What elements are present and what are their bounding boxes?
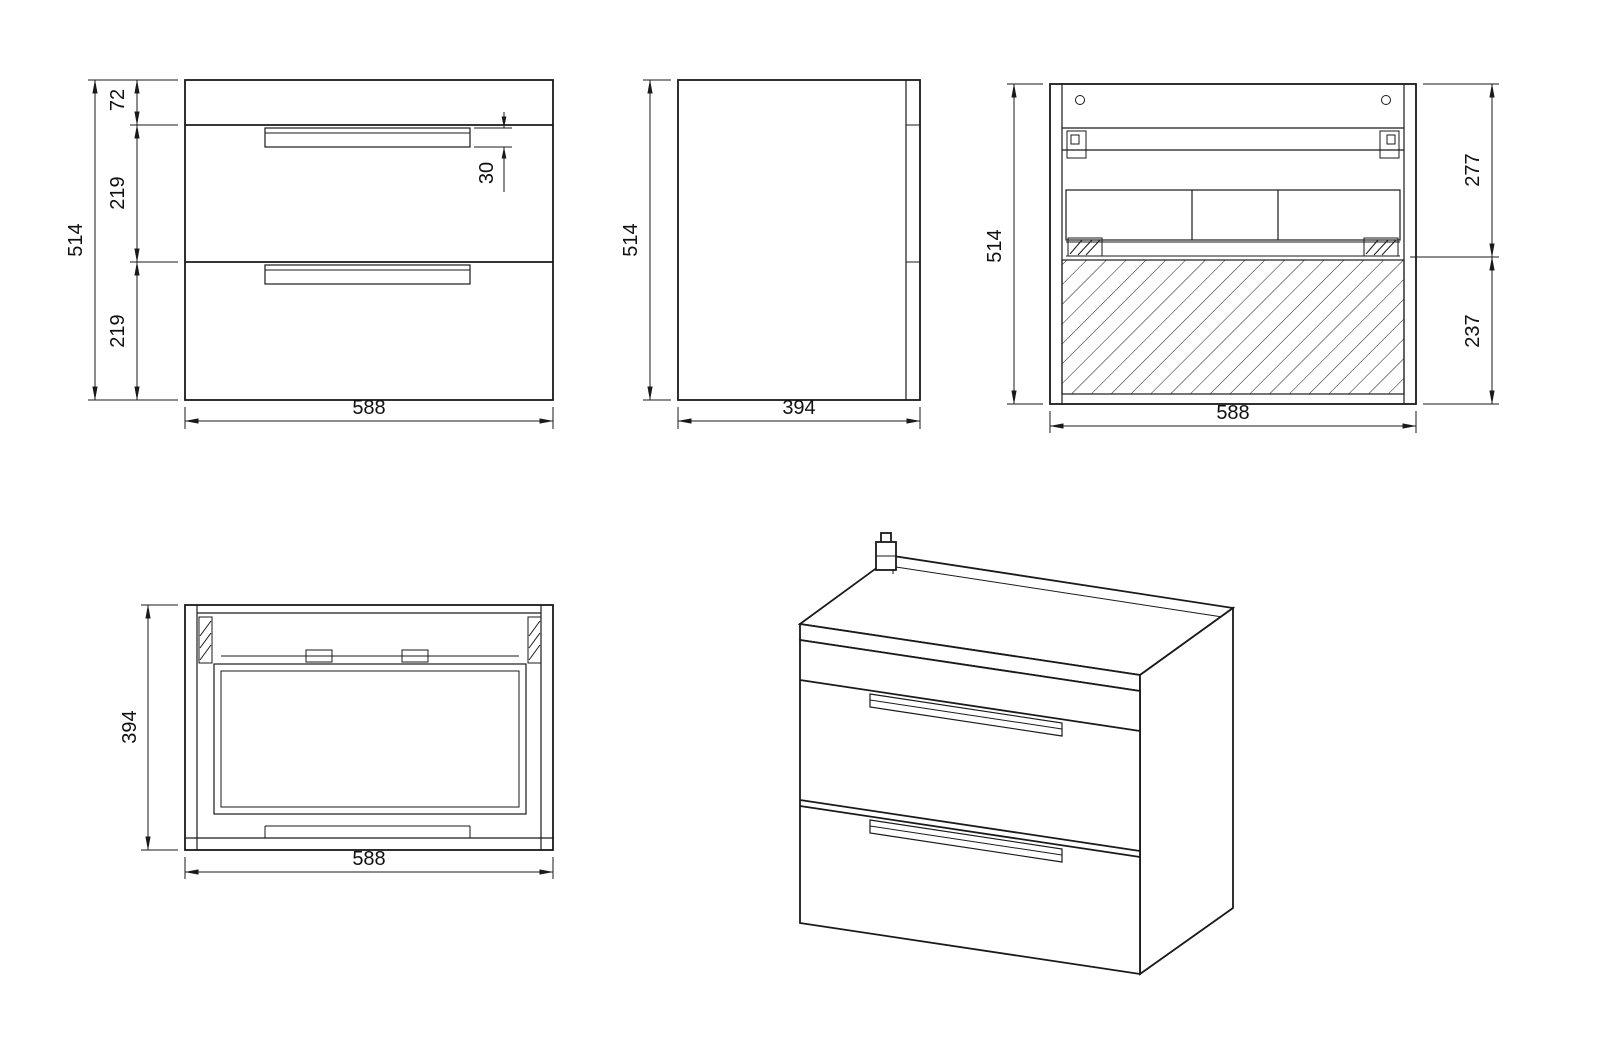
side-cabinet-outline xyxy=(677,79,921,401)
dim-front-height-label: 514 xyxy=(65,223,87,256)
iso-top-rail-line xyxy=(799,679,1141,732)
dim-back-width-label: 588 xyxy=(1216,402,1249,424)
back-hanger-bracket-right xyxy=(1379,130,1400,159)
dim-back-right-chain: 277 237 xyxy=(1410,83,1499,405)
top-view: 394 588 xyxy=(119,604,554,879)
dim-back-height: 514 xyxy=(984,83,1043,405)
top-slide-rail-right xyxy=(527,616,542,664)
iso-hanger-bracket xyxy=(875,532,897,571)
dim-front-upper-drawer: 219 xyxy=(107,176,129,209)
dim-front-width-label: 588 xyxy=(352,397,385,419)
top-slide-rail-left xyxy=(198,616,213,664)
iso-lower-handle xyxy=(869,819,1063,863)
front-lower-handle xyxy=(264,264,471,285)
dim-back-height-label: 514 xyxy=(984,229,1006,262)
dim-front-handle-label: 30 xyxy=(476,162,498,184)
top-cabinet-outline xyxy=(184,604,554,851)
back-view: 514 277 237 588 xyxy=(984,83,1499,433)
dim-top-width: 588 xyxy=(184,848,554,879)
top-clip-right xyxy=(401,649,429,663)
iso-drawer-gap-top xyxy=(799,799,1141,852)
dim-top-depth-label: 394 xyxy=(119,710,141,743)
dim-front-left-chain: 72 219 219 xyxy=(88,79,178,401)
top-clip-left xyxy=(305,649,333,663)
iso-back-panel-inner-edge xyxy=(895,566,1230,619)
iso-front-face xyxy=(799,638,1141,976)
dim-front-handle: 30 xyxy=(474,112,512,192)
dim-side-height-label: 514 xyxy=(620,223,642,256)
back-panel-hatched xyxy=(1061,259,1405,395)
top-drawer-box-inner xyxy=(220,670,520,808)
top-front-panel xyxy=(185,825,553,839)
dim-side-depth: 394 xyxy=(677,397,921,429)
dim-front-width: 588 xyxy=(184,397,554,429)
back-hanging-rail xyxy=(1062,127,1404,159)
dim-side-depth-label: 394 xyxy=(782,397,815,419)
back-drawer-structure xyxy=(1065,189,1401,257)
back-screw-hole-right xyxy=(1381,95,1391,105)
dim-side-height: 514 xyxy=(620,79,671,401)
iso-upper-handle xyxy=(869,693,1063,737)
front-view: 72 219 219 514 30 588 xyxy=(65,79,554,429)
side-view: 514 394 xyxy=(620,79,921,429)
dim-front-lower-drawer: 219 xyxy=(107,314,129,347)
dim-back-upper-label: 277 xyxy=(1462,153,1484,186)
back-hanger-bracket-left xyxy=(1066,130,1087,159)
back-runner-left xyxy=(1067,237,1103,257)
dim-back-width: 588 xyxy=(1049,402,1417,433)
back-screw-hole-left xyxy=(1075,95,1085,105)
front-upper-handle xyxy=(264,127,471,148)
top-drawer-box-outer xyxy=(213,663,527,815)
back-runner-right xyxy=(1363,237,1399,257)
dim-front-height: 514 xyxy=(65,79,98,401)
iso-drawer-gap-bottom xyxy=(799,805,1141,858)
isometric-view xyxy=(797,532,1236,976)
dim-top-width-label: 588 xyxy=(352,848,385,870)
dim-top-depth: 394 xyxy=(119,604,178,851)
dim-front-top-section: 72 xyxy=(107,89,129,111)
dim-back-lower-label: 237 xyxy=(1462,314,1484,347)
